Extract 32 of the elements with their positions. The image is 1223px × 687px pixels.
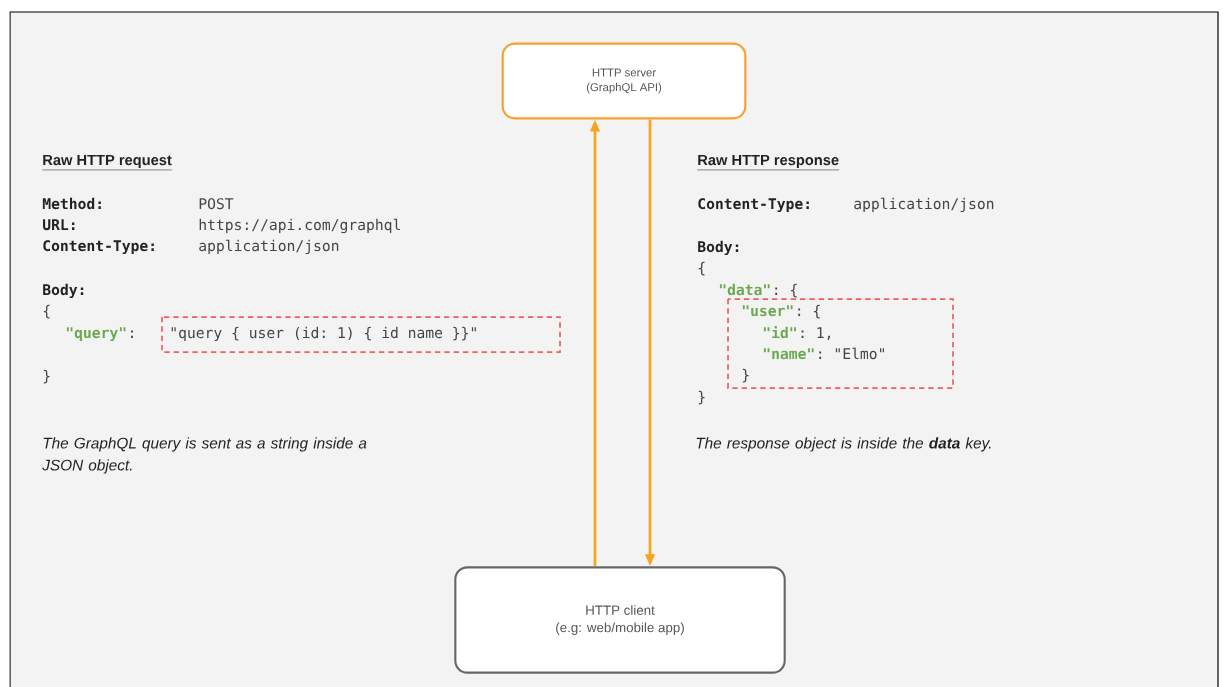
code-key: "id" bbox=[763, 326, 796, 339]
code-text: "query { user (id: 1) { id name }}" bbox=[171, 326, 476, 342]
code-text: : bbox=[131, 330, 133, 338]
section-heading: Raw HTTP request bbox=[42, 154, 173, 171]
field-value: application/json bbox=[854, 197, 994, 213]
field-name: Method: bbox=[42, 197, 101, 210]
field-value: POST bbox=[199, 198, 234, 210]
code-key: "user" bbox=[742, 305, 793, 317]
code-text: } bbox=[698, 390, 705, 405]
field-name: Content-Type: bbox=[698, 198, 809, 213]
code-key: "data" bbox=[719, 283, 770, 296]
component-box: HTTP server (GraphQL API) bbox=[501, 42, 747, 120]
field-name: Body: bbox=[698, 240, 739, 256]
field-value: https://api.com/graphql bbox=[199, 218, 400, 234]
code-key: "name" bbox=[763, 348, 814, 360]
field-value: application/json bbox=[199, 239, 339, 255]
field-name: Content-Type: bbox=[43, 240, 154, 255]
code-text: : "Elmo" bbox=[819, 347, 884, 360]
code-text: { bbox=[43, 304, 50, 319]
code-key: "query" bbox=[66, 327, 126, 342]
caption-text: The GraphQL query is sent as a string inside a JSON object. bbox=[42, 437, 367, 474]
caption-text: The response object is inside the data key. bbox=[696, 437, 991, 452]
code-text: : 1, bbox=[801, 327, 830, 341]
section-heading: Raw HTTP response bbox=[697, 154, 840, 171]
field-name: URL: bbox=[43, 219, 75, 231]
code-text: : { bbox=[798, 304, 820, 319]
code-text: { bbox=[698, 261, 705, 276]
code-text: : { bbox=[775, 283, 797, 298]
component-box: HTTP client (e.g: web/mobile app) bbox=[454, 566, 786, 674]
code-text: } bbox=[742, 368, 749, 383]
field-name: Body: bbox=[43, 283, 84, 299]
code-text: } bbox=[43, 369, 50, 384]
